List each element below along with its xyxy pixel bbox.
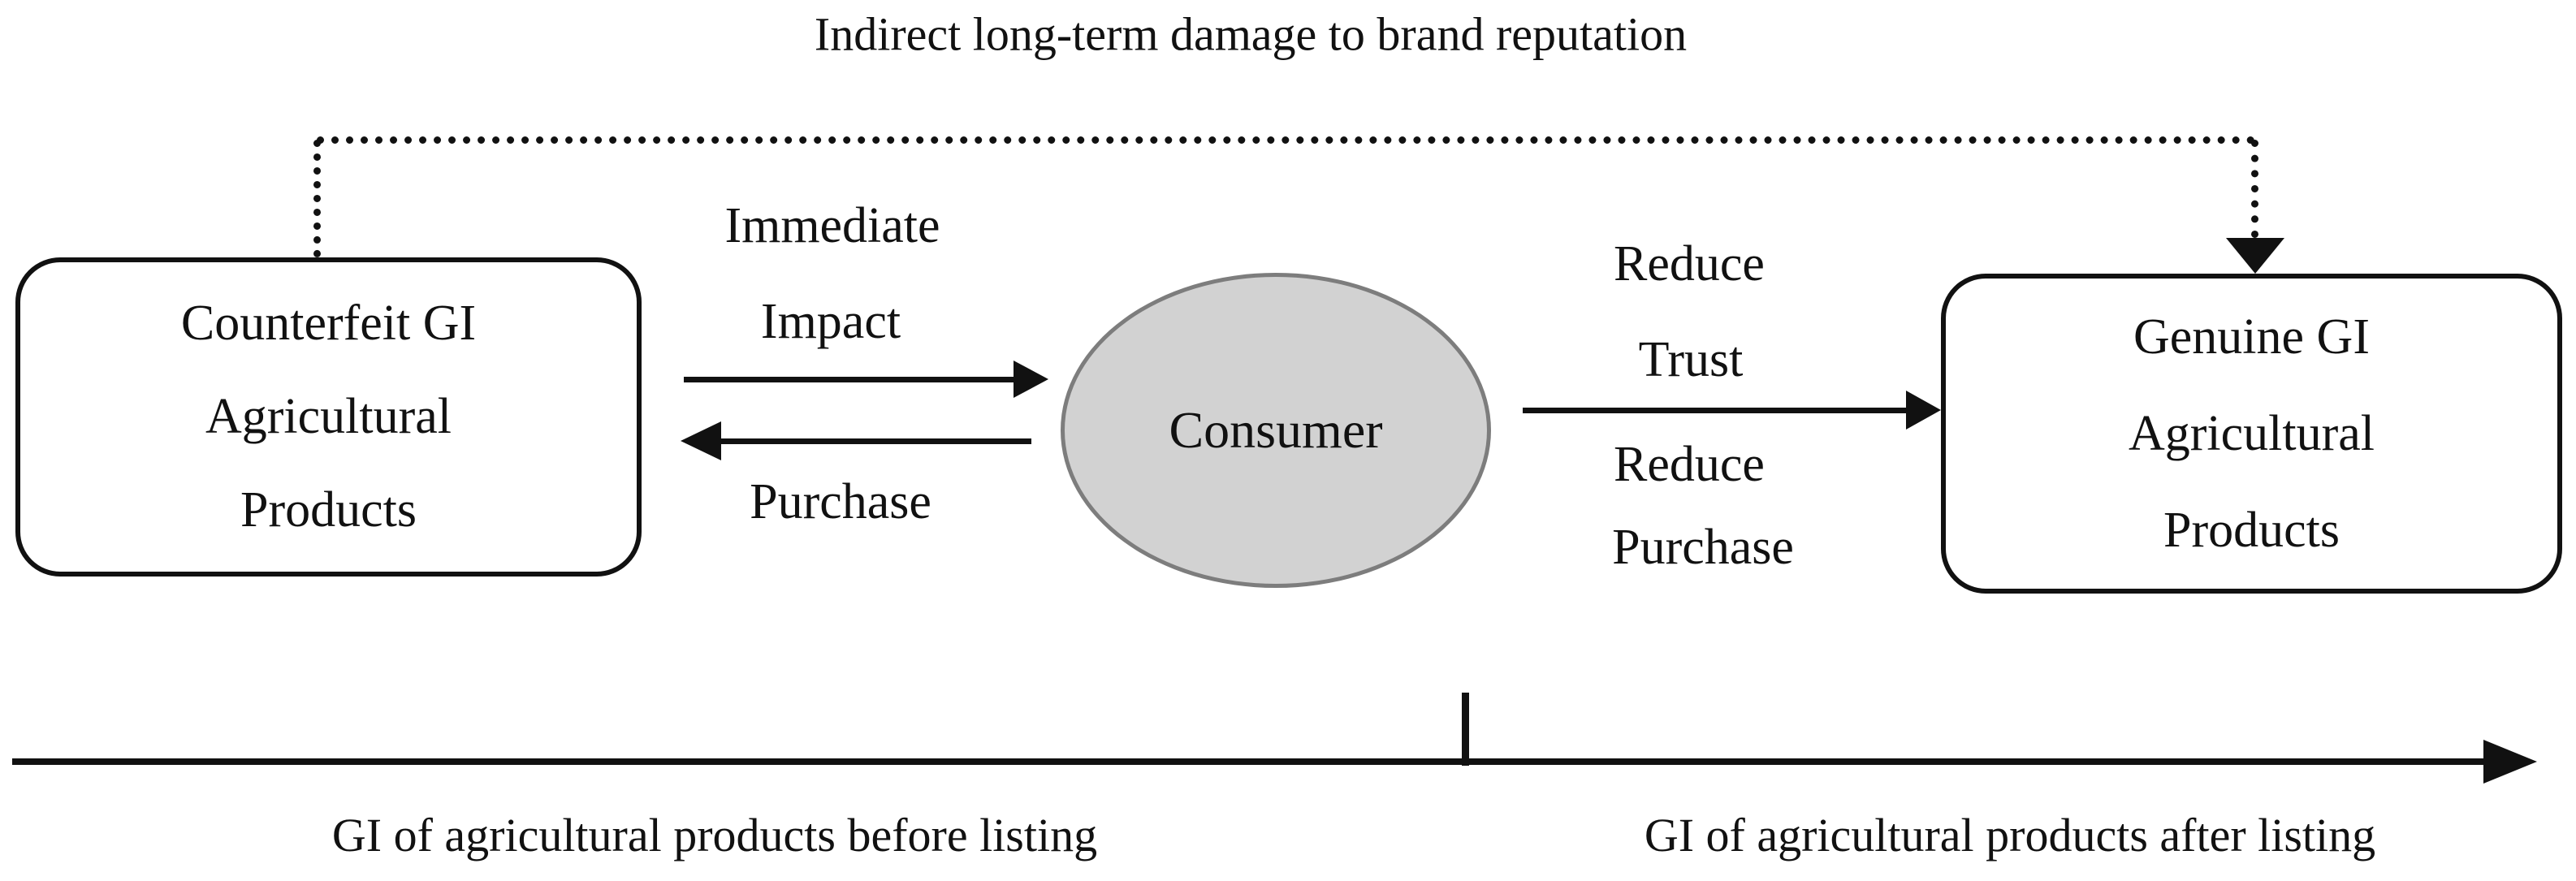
genuine-line-3: Products [2163,502,2340,558]
counterfeit-line-1: Counterfeit GI [180,296,477,351]
immediate-impact-label-line2: Impact [760,294,901,349]
before-listing-label: GI of agricultural products before listi… [331,809,1098,862]
impact-arrow-line [684,377,1014,382]
immediate-impact-label-line1: Immediate [724,198,940,253]
timeline-arrowhead-right-icon [2483,740,2537,784]
dotted-connector-right-vertical [2251,140,2258,238]
arrowhead-left-icon [681,421,721,460]
reduce-trust-label-line1: Reduce [1614,236,1765,292]
purchase-arrow-line [721,438,1031,444]
reduce-purchase-label-line2: Purchase [1612,520,1794,575]
consumer-node: Consumer [1061,273,1491,588]
reduce-trust-label-line2: Trust [1638,332,1744,387]
arrowhead-right-icon [1014,361,1048,398]
counterfeit-gi-node: Counterfeit GI Agricultural Products [15,257,642,577]
purchase-label: Purchase [750,474,931,529]
after-listing-label: GI of agricultural products after listin… [1644,809,2376,862]
timeline-axis-line [12,758,2485,765]
reduce-purchase-label-line1: Reduce [1614,437,1765,492]
counterfeit-line-3: Products [240,482,417,538]
figure-title: Indirect long-term damage to brand reput… [814,7,1688,61]
genuine-line-2: Agricultural [2128,405,2375,461]
consumer-label: Consumer [1169,401,1383,459]
arrowhead-down-icon [2226,238,2284,274]
genuine-line-1: Genuine GI [2133,309,2370,365]
dotted-connector-left-vertical [313,140,321,257]
dotted-connector-horizontal [317,136,2255,144]
timeline-tick [1462,693,1469,766]
arrowhead-right-icon [1906,391,1941,430]
genuine-gi-node: Genuine GI Agricultural Products [1941,274,2562,594]
reduce-arrow-line [1523,408,1906,413]
counterfeit-line-2: Agricultural [205,389,452,444]
